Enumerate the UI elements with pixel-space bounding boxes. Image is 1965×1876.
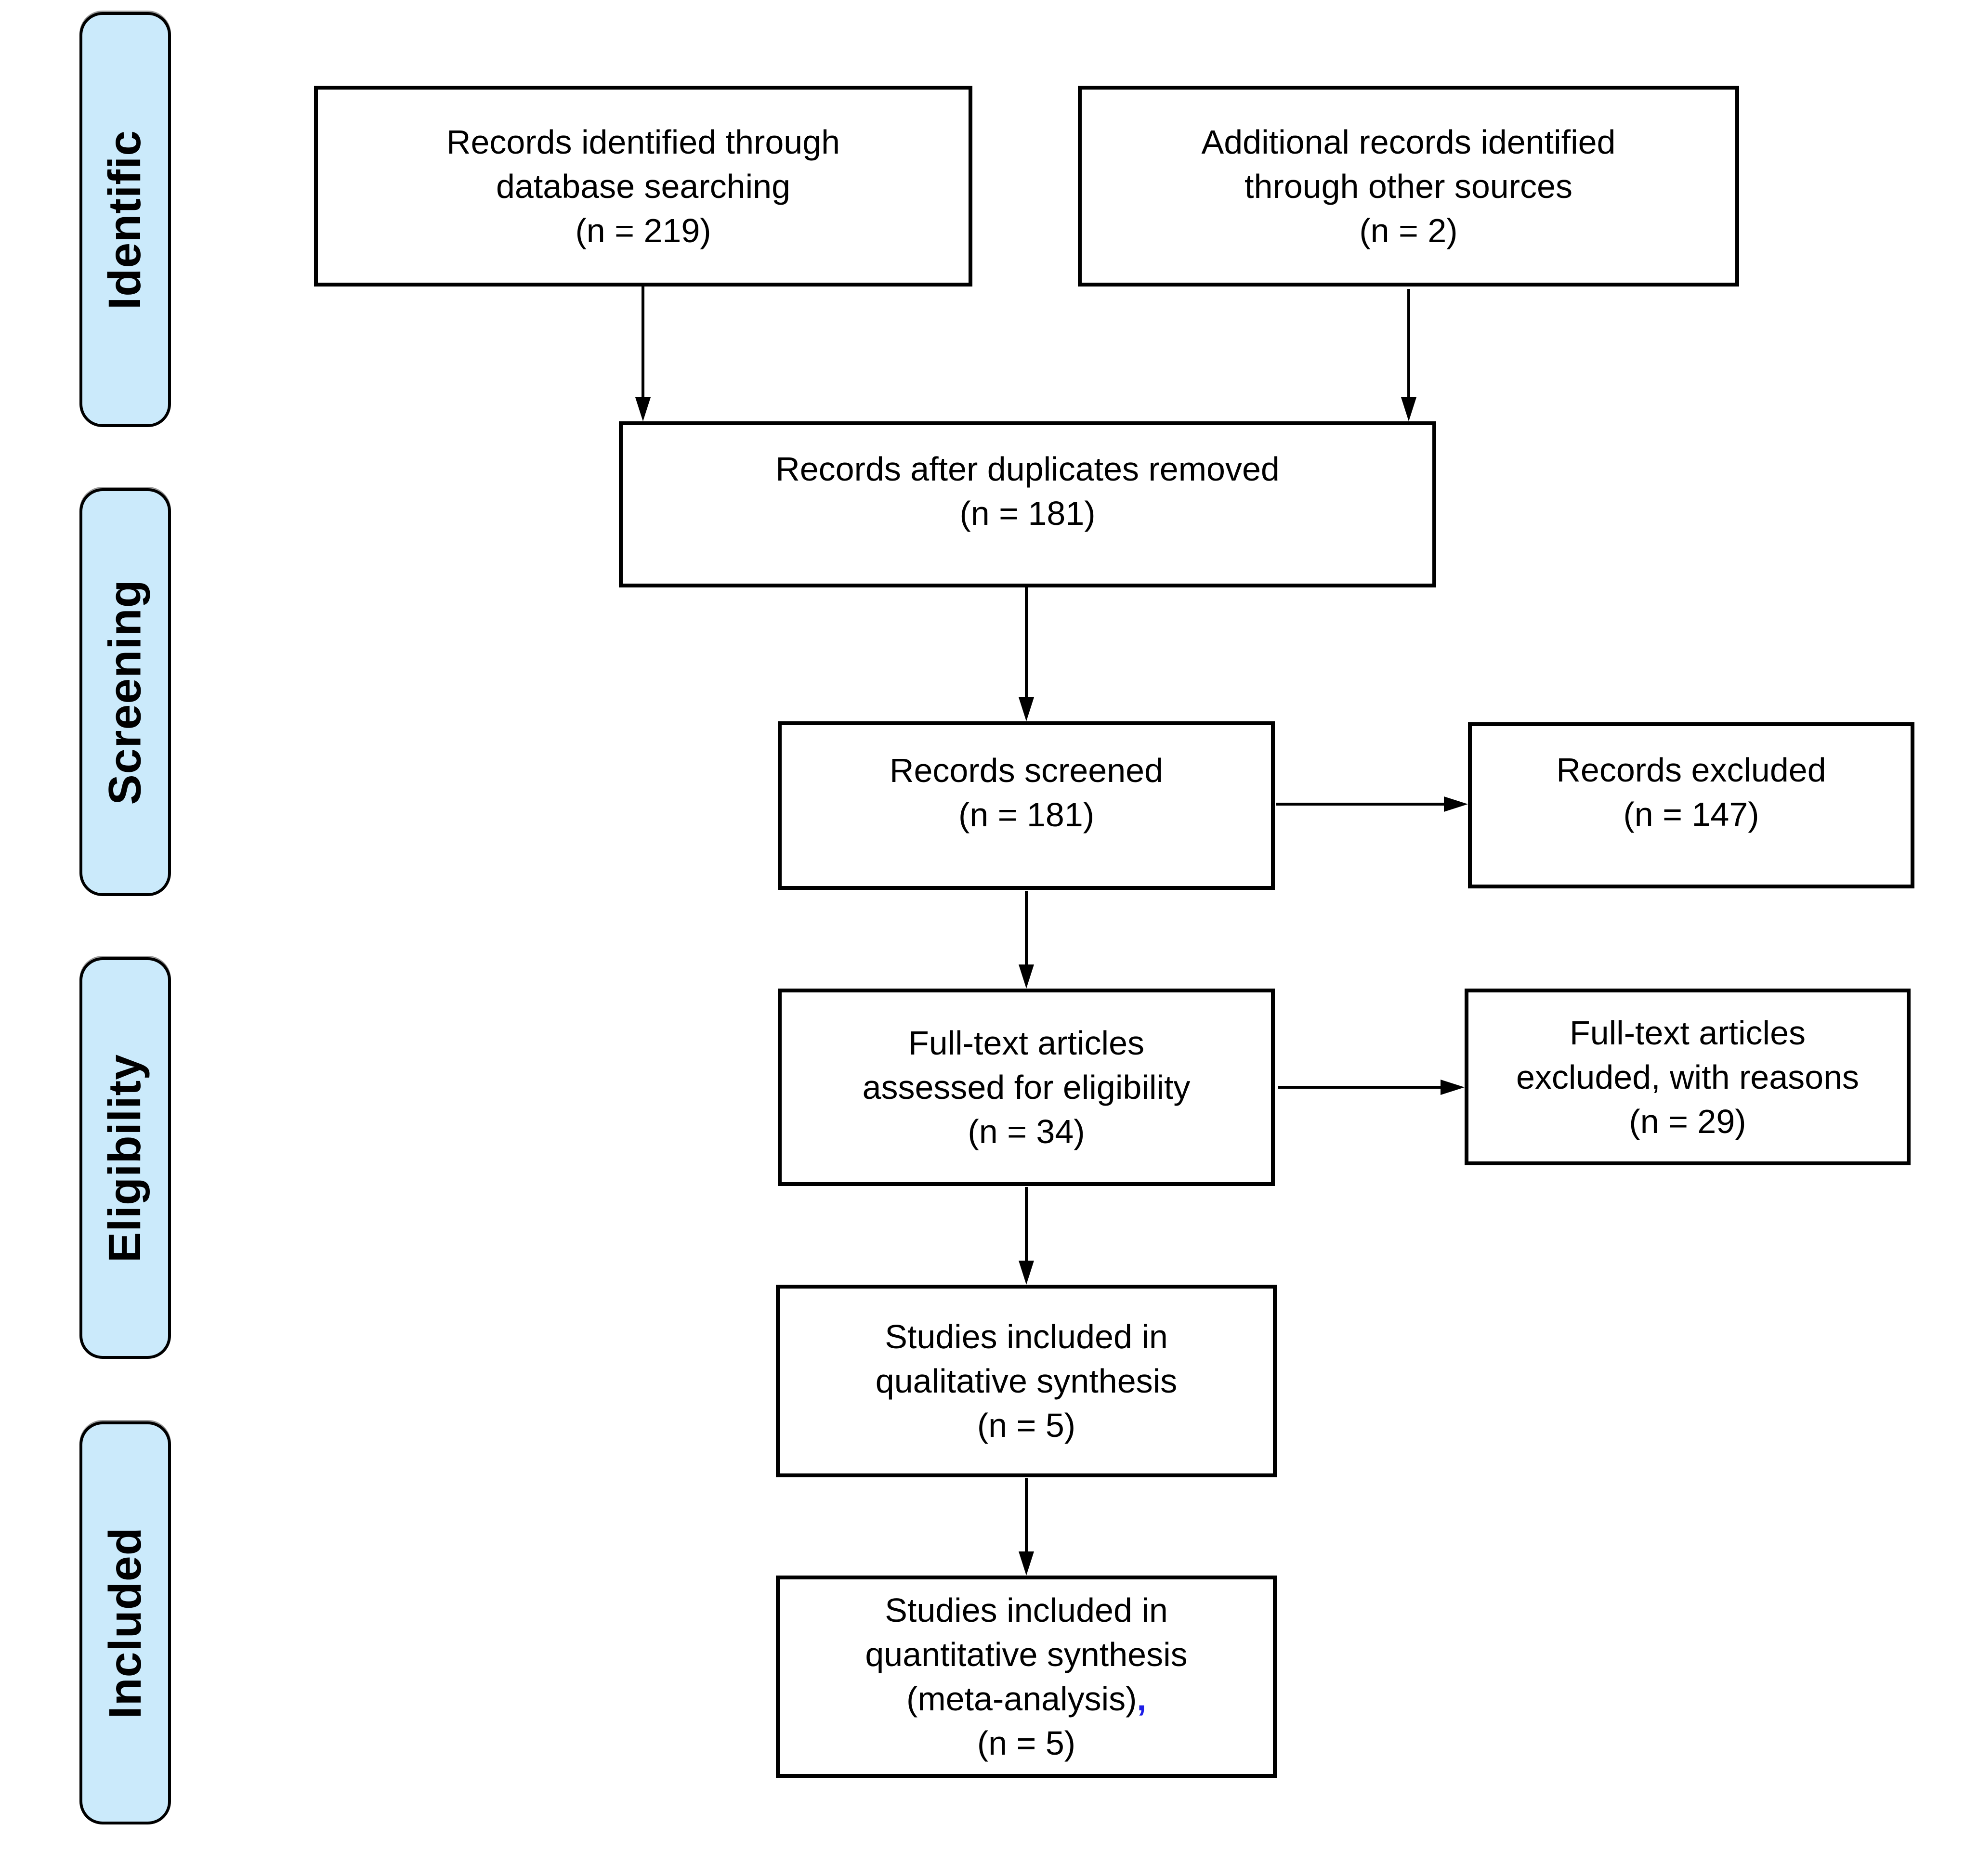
box-text-line: database searching <box>496 167 790 205</box>
arrow-additional-to-duplicates <box>1407 289 1410 397</box>
arrow-fulltext-to-qualitative <box>1025 1187 1028 1261</box>
box-count-line: (n = 181) <box>958 795 1095 834</box>
stage-label-included: Included <box>99 1527 151 1719</box>
box-fulltext-excluded: Full-text articles excluded, with reason… <box>1465 989 1911 1165</box>
box-count-line: (n = 5) <box>977 1724 1076 1762</box>
box-text-line: Records after duplicates removed <box>775 450 1280 488</box>
stage-label-identification: Identific <box>99 130 151 310</box>
box-text-line: excluded, with reasons <box>1516 1058 1860 1096</box>
stage-pill-included: Included <box>79 1421 171 1824</box>
box-text-line: Additional records identified <box>1201 123 1616 161</box>
arrow-screened-to-excluded <box>1276 803 1444 806</box>
arrow-identified-to-duplicates <box>642 287 644 397</box>
box-text-line: Records identified through <box>446 123 840 161</box>
box-duplicates-removed: Records after duplicates removed (n = 18… <box>619 421 1436 587</box>
box-records-identified: Records identified through database sear… <box>314 86 972 287</box>
box-count-line: (n = 147) <box>1623 795 1759 833</box>
box-text-line: Full-text articles <box>908 1024 1145 1062</box>
box-text-line: quantitative synthesis <box>865 1636 1188 1673</box>
box-count-line: (n = 219) <box>575 211 711 249</box>
box-additional-records: Additional records identified through ot… <box>1078 86 1739 287</box>
box-count-line: (n = 181) <box>959 495 1096 532</box>
box-qualitative-synthesis: Studies included in qualitative synthesi… <box>776 1285 1277 1477</box>
box-records-screened: Records screened (n = 181) <box>778 721 1275 890</box>
box-count-line: (n = 5) <box>977 1407 1076 1444</box>
box-text-line: Records excluded <box>1556 751 1826 789</box>
box-text-line: qualitative synthesis <box>875 1362 1178 1400</box>
stage-label-eligibility: Eligibility <box>99 1054 151 1263</box>
arrow-screened-to-fulltext <box>1025 891 1028 964</box>
box-text-line: through other sources <box>1244 167 1572 205</box>
stage-pill-identification: Identific <box>79 12 171 427</box>
box-text-line: assessed for eligibility <box>862 1068 1191 1106</box>
stage-pill-screening: Screening <box>79 488 171 896</box>
stage-pill-eligibility: Eligibility <box>79 957 171 1359</box>
box-text-line: Full-text articles <box>1569 1014 1806 1052</box>
arrow-fulltext-to-excluded <box>1278 1086 1441 1089</box>
stage-label-screening: Screening <box>99 579 151 805</box>
box-text-segment: (meta-analysis) <box>906 1680 1137 1718</box>
box-count-line: (n = 34) <box>968 1113 1085 1150</box>
box-fulltext-assessed: Full-text articles assessed for eligibil… <box>778 989 1275 1186</box>
arrow-qualitative-to-quantitative <box>1025 1478 1028 1551</box>
box-text-line: (meta-analysis), <box>906 1677 1146 1721</box>
box-text-line: Studies included in <box>885 1318 1168 1355</box>
box-count-line: (n = 2) <box>1359 211 1458 249</box>
box-records-excluded: Records excluded (n = 147) <box>1468 722 1914 888</box>
arrow-duplicates-to-screened <box>1025 587 1028 697</box>
box-text-line: Studies included in <box>885 1591 1168 1629</box>
box-count-line: (n = 29) <box>1629 1102 1746 1140</box>
annotation-mark: , <box>1137 1680 1146 1718</box>
box-quantitative-synthesis: Studies included in quantitative synthes… <box>776 1576 1277 1778</box>
box-text-line: Records screened <box>889 751 1164 789</box>
